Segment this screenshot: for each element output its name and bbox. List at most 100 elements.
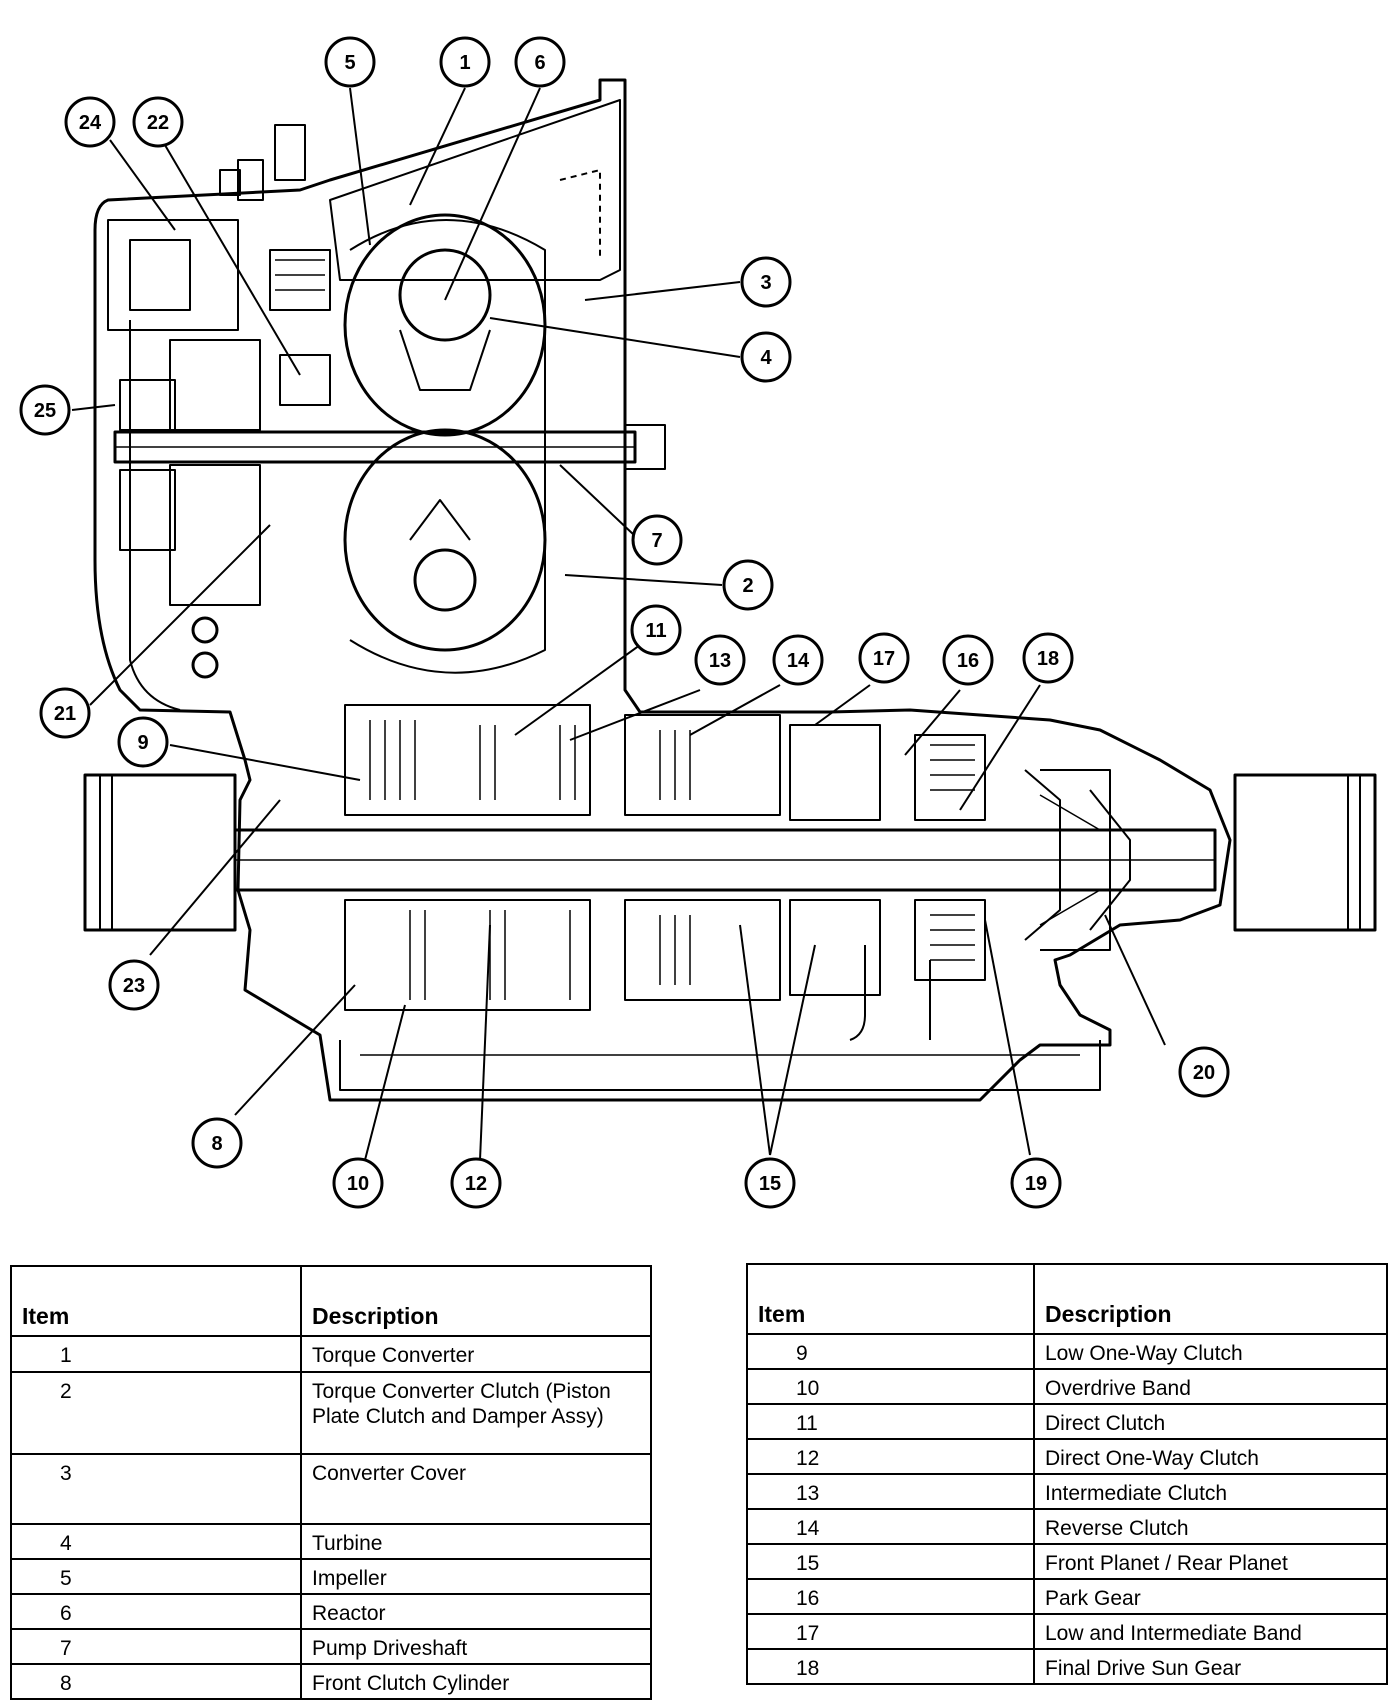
callout-circle (324, 36, 376, 88)
callout-label: 14 (787, 650, 810, 672)
callout-label: 4 (760, 347, 772, 369)
item-number: 7 (10, 1628, 302, 1665)
item-description: Front Planet / Rear Planet (1033, 1543, 1388, 1580)
callout-label: 25 (34, 400, 56, 422)
callout-11: 11 (630, 604, 682, 656)
item-number: 10 (746, 1368, 1035, 1405)
item-description: Reactor (300, 1593, 652, 1630)
callout-circle (1010, 1157, 1062, 1209)
callout-23: 23 (108, 959, 160, 1011)
item-description: Overdrive Band (1033, 1368, 1388, 1405)
item-number: 5 (10, 1558, 302, 1595)
callout-label: 22 (147, 112, 169, 134)
item-description: Pump Driveshaft (300, 1628, 652, 1665)
callout-10: 10 (332, 1157, 384, 1209)
callout-22: 22 (132, 96, 184, 148)
callout-circle (191, 1117, 243, 1169)
callout-label: 6 (534, 52, 545, 74)
callout-circle (942, 634, 994, 686)
item-number: 12 (746, 1438, 1035, 1475)
callout-label: 23 (123, 975, 145, 997)
item-description: Converter Cover (300, 1453, 652, 1525)
column-header-item: Item (10, 1265, 302, 1337)
callout-circle (772, 634, 824, 686)
callout-circle (450, 1157, 502, 1209)
callout-label: 24 (79, 112, 102, 134)
item-number: 1 (10, 1335, 302, 1373)
callout-21: 21 (39, 687, 91, 739)
item-number: 3 (10, 1453, 302, 1525)
item-number: 18 (746, 1648, 1035, 1685)
callout-circle (19, 384, 71, 436)
callout-label: 17 (873, 648, 895, 670)
callout-label: 16 (957, 650, 979, 672)
item-description: Park Gear (1033, 1578, 1388, 1615)
callout-19: 19 (1010, 1157, 1062, 1209)
callout-label: 8 (211, 1133, 222, 1155)
callout-17: 17 (858, 632, 910, 684)
item-description: Direct One-Way Clutch (1033, 1438, 1388, 1475)
callout-label: 5 (344, 52, 355, 74)
callout-circle (332, 1157, 384, 1209)
callout-20: 20 (1178, 1046, 1230, 1098)
item-description: Intermediate Clutch (1033, 1473, 1388, 1510)
callout-8: 8 (191, 1117, 243, 1169)
callout-label: 19 (1025, 1173, 1047, 1195)
item-number: 9 (746, 1333, 1035, 1370)
item-number: 4 (10, 1523, 302, 1560)
item-number: 2 (10, 1371, 302, 1455)
item-description: Turbine (300, 1523, 652, 1560)
callout-25: 25 (19, 384, 71, 436)
callout-label: 20 (1193, 1062, 1215, 1084)
callout-4: 4 (740, 331, 792, 383)
callout-18: 18 (1022, 632, 1074, 684)
item-description: Low and Intermediate Band (1033, 1613, 1388, 1650)
column-header-item: Item (746, 1263, 1035, 1335)
callout-24: 24 (64, 96, 116, 148)
callout-label: 12 (465, 1173, 487, 1195)
callout-circle (132, 96, 184, 148)
callout-circle (694, 634, 746, 686)
item-description: Torque Converter Clutch (Piston Plate Cl… (300, 1371, 652, 1455)
item-description: Final Drive Sun Gear (1033, 1648, 1388, 1685)
callout-circle (64, 96, 116, 148)
case-outline (93, 78, 1232, 1102)
callout-12: 12 (450, 1157, 502, 1209)
item-number: 17 (746, 1613, 1035, 1650)
callout-label: 21 (54, 703, 76, 725)
callout-circle (630, 604, 682, 656)
callout-16: 16 (942, 634, 994, 686)
callout-label: 13 (709, 650, 731, 672)
callout-circle (514, 36, 566, 88)
callout-9: 9 (117, 716, 169, 768)
callout-label: 10 (347, 1173, 369, 1195)
callout-circle (1178, 1046, 1230, 1098)
callout-7: 7 (631, 514, 683, 566)
callout-label: 3 (760, 272, 771, 294)
callout-circle (39, 687, 91, 739)
item-number: 11 (746, 1403, 1035, 1440)
callout-circle (722, 559, 774, 611)
callout-label: 2 (742, 575, 753, 597)
callout-2: 2 (722, 559, 774, 611)
item-number: 16 (746, 1578, 1035, 1615)
column-header-description: Description (300, 1265, 652, 1337)
callout-circle (740, 256, 792, 308)
